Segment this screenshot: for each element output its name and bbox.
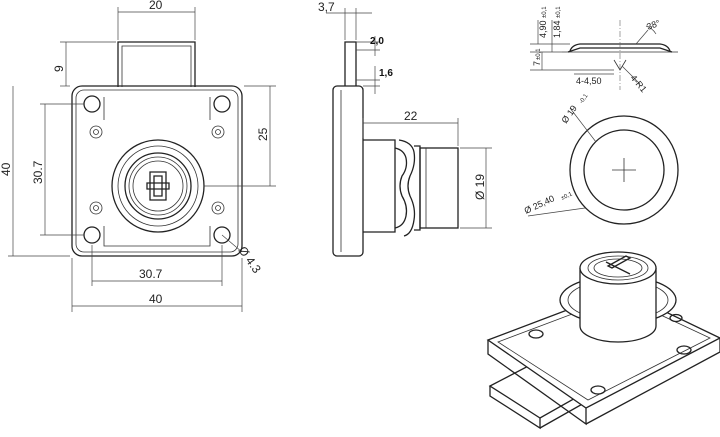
- side-view-dimensions: 3,7 2,0 1,6 22 Ø 19: [318, 0, 492, 229]
- mounting-hole: [528, 329, 544, 339]
- keyhole-icon: [605, 255, 632, 275]
- rivet: [211, 201, 225, 215]
- dim-detail-h1: 4,90: [538, 20, 548, 38]
- lock-plate: [71, 85, 243, 257]
- mounting-hole: [83, 226, 101, 244]
- side-view: [332, 41, 459, 257]
- rivet: [211, 125, 225, 139]
- dim-detail-h2: 1,84: [552, 20, 562, 38]
- mounting-hole: [669, 313, 683, 323]
- rivet: [89, 201, 103, 215]
- keyhole-icon: [146, 171, 170, 201]
- dim-detail-h3-tol: ±0,1: [536, 48, 542, 60]
- dim-detail-width: 4-4,50: [576, 76, 602, 86]
- dim-cylinder-diameter: Ø 19: [473, 174, 487, 200]
- detail-section: 38° 4,90 ±0,1 1,84 ±0,1 7 ±0,1 4-4,50 4-…: [530, 6, 678, 94]
- dim-detail-h1-tol: ±0,1: [542, 6, 548, 18]
- lock-cylinder-iso: [559, 251, 677, 343]
- isometric-view: [486, 251, 720, 430]
- dim-tab-height: 9: [52, 65, 66, 72]
- lock-cylinder-side: [419, 147, 459, 229]
- mounting-hole: [83, 95, 101, 113]
- dim-top-width: 20: [149, 0, 163, 12]
- rivet: [89, 125, 103, 139]
- mounting-hole: [676, 345, 692, 355]
- dim-offset-top: 2,0: [370, 36, 384, 47]
- detail-ring: Ø 19 -0,1 Ø 25,40 ±0,1: [523, 93, 679, 225]
- mounting-hole: [213, 95, 231, 113]
- front-view: [71, 41, 243, 257]
- dim-overall-width: 40: [149, 292, 163, 306]
- dim-detail-h3: 7: [532, 61, 542, 66]
- dim-bolt-thickness: 3,7: [318, 0, 335, 14]
- mounting-hole: [213, 226, 231, 244]
- dim-ring-inner: Ø 19: [559, 103, 578, 125]
- dim-ring-outer: Ø 25,40: [523, 193, 556, 216]
- dim-overall-height: 40: [0, 162, 13, 176]
- mounting-hole: [590, 385, 606, 395]
- dim-hole-spacing-horizontal: 30.7: [139, 267, 163, 281]
- dim-ring-outer-tol: ±0,1: [560, 191, 574, 202]
- dim-hole-diameter: Ø 4.3: [236, 244, 264, 276]
- dim-detail-radius: 4-R1: [628, 73, 648, 94]
- lock-cylinder-front: [111, 139, 205, 233]
- dim-ring-inner-tol: -0,1: [579, 93, 590, 105]
- dim-center-height: 25: [256, 127, 270, 141]
- dim-detail-h2-tol: ±0,1: [556, 6, 562, 18]
- dim-cylinder-length: 22: [404, 109, 418, 123]
- side-plate: [332, 85, 364, 257]
- front-view-dimensions: 20 9 40 30.7 25 30.7 40 Ø 4.3: [0, 0, 276, 312]
- dim-detail-angle: 38°: [645, 18, 662, 32]
- dim-offset-small: 1,6: [379, 68, 393, 79]
- dim-hole-spacing-vertical: 30.7: [31, 160, 45, 184]
